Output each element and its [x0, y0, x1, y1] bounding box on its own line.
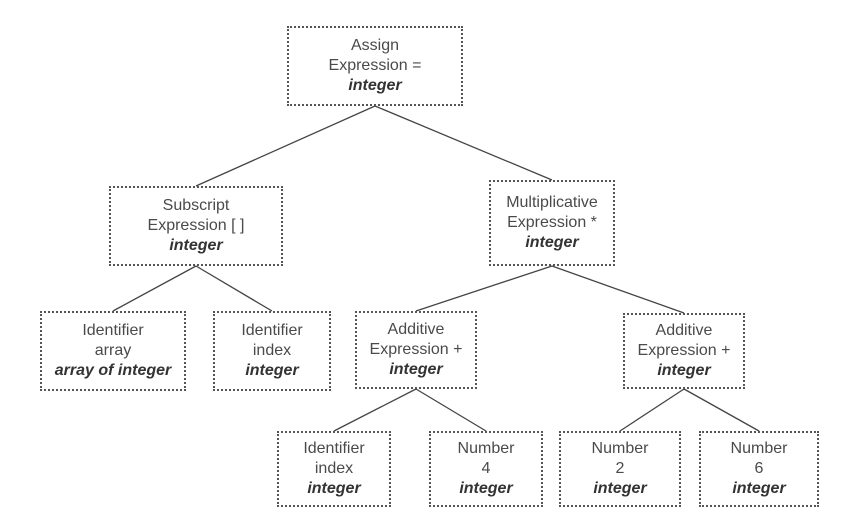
- identifier-index-leaf-node: Identifier index integer: [277, 431, 391, 507]
- node-subtitle: 6: [754, 460, 764, 477]
- edge-additive_right-to-number_2: [619, 388, 685, 432]
- edge-assign-to-subscript: [195, 105, 376, 187]
- node-subtitle: Expression [ ]: [147, 217, 245, 234]
- node-type: integer: [593, 480, 647, 497]
- node-type: integer: [245, 362, 299, 379]
- number-6-node: Number 6 integer: [699, 431, 819, 507]
- node-subtitle: Expression =: [328, 57, 422, 74]
- node-subtitle: Expression *: [507, 214, 597, 231]
- edge-additive_left-to-number_4: [415, 388, 487, 432]
- node-type: integer: [169, 237, 223, 254]
- edge-subscript-to-identifier_index: [195, 265, 273, 312]
- multiplicative-expression-node: Multiplicative Expression * integer: [489, 180, 615, 266]
- node-type: integer: [525, 234, 579, 251]
- subscript-expression-node: Subscript Expression [ ] integer: [109, 186, 283, 266]
- node-subtitle: array: [94, 342, 132, 359]
- node-subtitle: index: [314, 460, 354, 477]
- node-title: Identifier: [82, 322, 144, 339]
- node-type: integer: [732, 480, 786, 497]
- edge-additive_right-to-number_6: [683, 388, 760, 432]
- node-title: Additive: [387, 321, 445, 338]
- node-subtitle: index: [252, 342, 292, 359]
- node-type: array of integer: [54, 362, 172, 379]
- node-subtitle: Expression +: [637, 342, 731, 359]
- edge-additive_left-to-identifier_index_2: [333, 388, 417, 432]
- node-type: integer: [307, 480, 361, 497]
- node-title: Identifier: [303, 440, 365, 457]
- number-2-node: Number 2 integer: [559, 431, 681, 507]
- node-type: integer: [657, 362, 711, 379]
- node-title: Identifier: [241, 322, 303, 339]
- node-subtitle: Expression +: [369, 341, 463, 358]
- edge-assign-to-multiplicative: [374, 105, 553, 181]
- edge-multiplicative-to-additive_right: [551, 265, 685, 314]
- number-4-node: Number 4 integer: [429, 431, 543, 507]
- additive-expression-left-node: Additive Expression + integer: [355, 311, 477, 389]
- node-title: Subscript: [162, 197, 230, 214]
- additive-expression-right-node: Additive Expression + integer: [623, 313, 745, 389]
- identifier-index-node: Identifier index integer: [213, 311, 331, 391]
- node-title: Additive: [655, 322, 713, 339]
- assign-expression-node: Assign Expression = integer: [287, 26, 463, 106]
- node-title: Number: [591, 440, 649, 457]
- node-title: Assign: [350, 37, 400, 54]
- node-type: integer: [389, 361, 443, 378]
- node-type: integer: [459, 480, 513, 497]
- node-subtitle: 4: [481, 460, 491, 477]
- identifier-array-node: Identifier array array of integer: [40, 311, 186, 391]
- node-title: Multiplicative: [506, 194, 598, 211]
- node-type: integer: [348, 77, 402, 94]
- edge-multiplicative-to-additive_left: [415, 265, 553, 312]
- node-title: Number: [457, 440, 515, 457]
- edge-subscript-to-identifier_array: [112, 265, 197, 312]
- node-subtitle: 2: [615, 460, 625, 477]
- node-title: Number: [730, 440, 788, 457]
